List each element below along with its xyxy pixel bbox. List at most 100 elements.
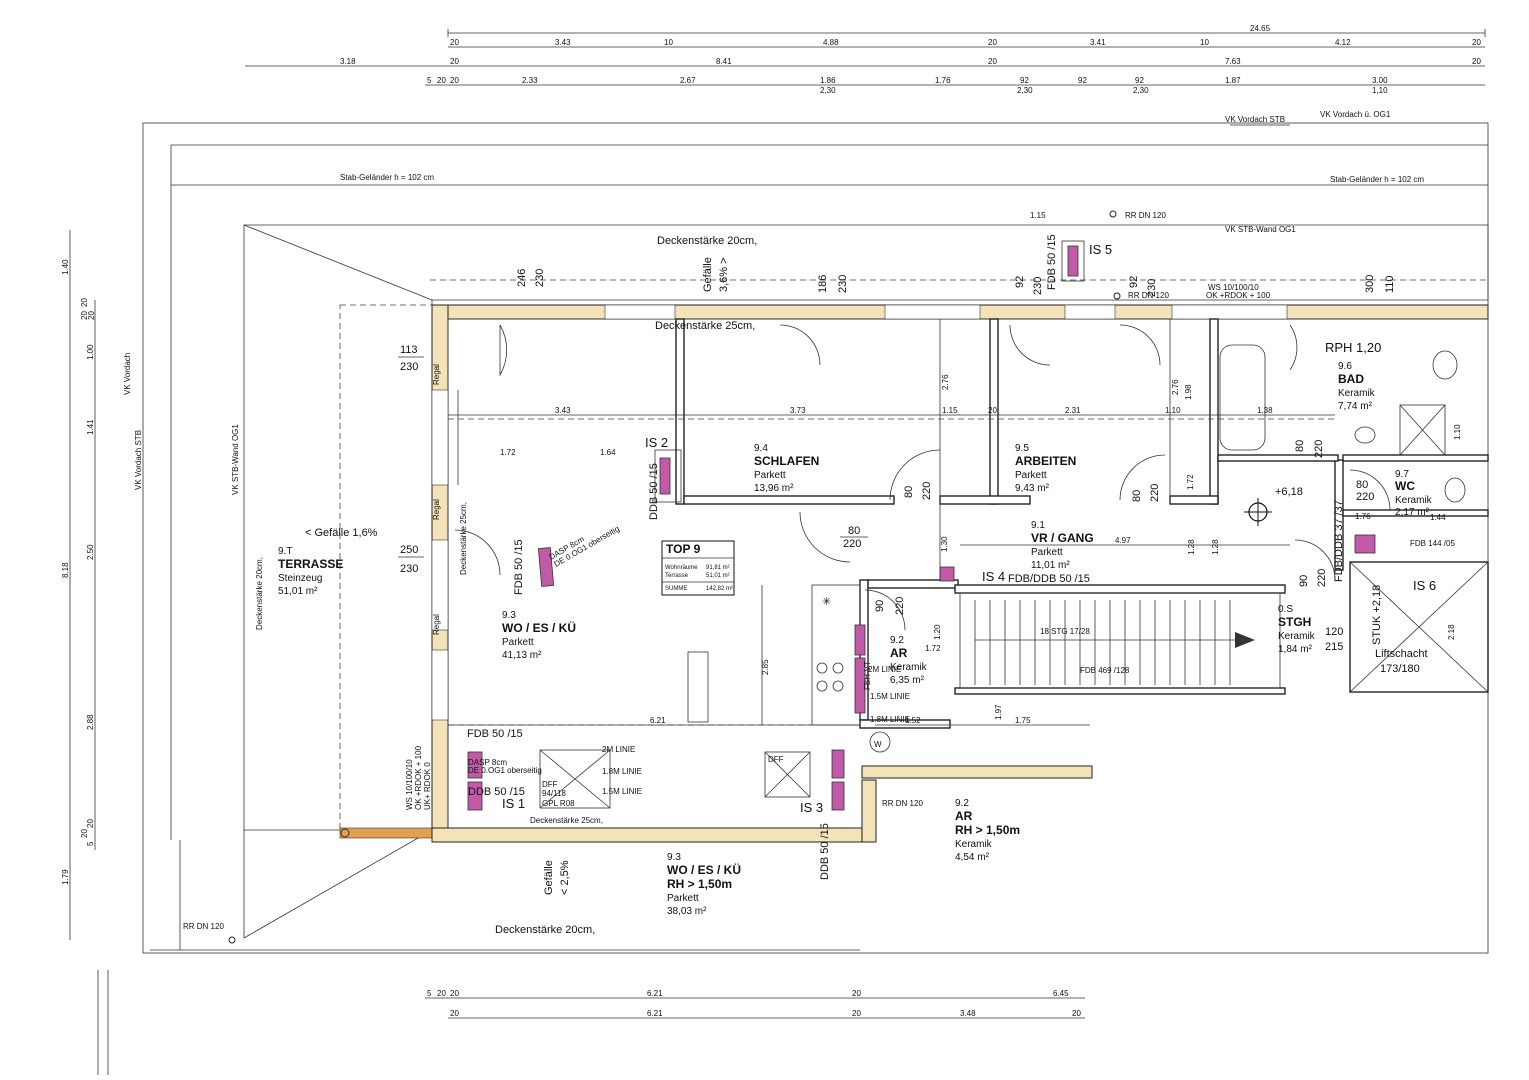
dim: 5 <box>427 76 432 85</box>
dim: 92 <box>1020 76 1029 85</box>
dim: 2.33 <box>522 76 538 85</box>
room-name: ARBEITEN <box>1015 454 1076 468</box>
room-area: 9,43 m² <box>1015 483 1050 494</box>
vk-stb-wand-left: VK STB-Wand OG1 <box>231 424 240 495</box>
room-area: 4,54 m² <box>955 852 990 863</box>
dim: 20 <box>988 406 997 415</box>
door-width: 300 <box>1364 275 1376 293</box>
slab-thickness-label: Deckenstärke 20cm, <box>657 235 757 247</box>
room-number: 9.1 <box>1031 520 1045 531</box>
dim: 3.18 <box>340 57 356 66</box>
room-area: 11,01 m² <box>1031 560 1070 571</box>
exterior-walls <box>431 304 1489 843</box>
room-ar-low: 9.2 AR RH > 1,50m Keramik 4,54 m² <box>955 798 1020 863</box>
dim: 1.41 <box>86 419 95 435</box>
door-height: 230 <box>837 275 849 293</box>
dim: 1.28 <box>1211 539 1220 555</box>
dff-size: 94/118 <box>542 789 566 798</box>
dim: 20 <box>852 1009 861 1018</box>
is-label: IS 4 <box>982 569 1005 584</box>
slab-thickness-label: Deckenstärke 25cm, <box>530 816 603 825</box>
room-floor: Keramik <box>1338 388 1376 399</box>
dim: 20 <box>80 298 89 307</box>
vk-stb-wand-label: VK STB-Wand OG1 <box>1225 225 1296 234</box>
is-label: IS 1 <box>502 796 525 811</box>
door-width: 80 <box>1131 490 1143 502</box>
dim: 6.21 <box>647 1009 663 1018</box>
height-mark: +6,18 <box>1275 486 1303 498</box>
dim: 1.10 <box>1453 424 1462 440</box>
railing-label-right: Stab-Geländer h = 102 cm <box>1330 175 1424 184</box>
dim: 20 <box>852 989 861 998</box>
room-name: WC <box>1395 479 1415 493</box>
dim: 20 <box>1072 1009 1081 1018</box>
room-height: RH > 1,50m <box>667 877 732 891</box>
dim: 1.87 <box>1225 76 1241 85</box>
shelf-label: Regal <box>432 614 441 635</box>
room-floor: Parkett <box>667 893 699 904</box>
dim: 2,30 <box>1017 86 1033 95</box>
dim: 8.41 <box>716 57 732 66</box>
shaft-label: FDB/DDB 37 /37 <box>1333 500 1345 582</box>
door-width: 250 <box>400 544 418 556</box>
vertical-interior-dims: 2.76 2.76 2.85 1.30 1.98 1.72 1.28 1.97 … <box>761 319 1462 725</box>
shaft-label: FDB 50 /15 <box>1046 234 1058 290</box>
line-2m-label: 2M LINIE <box>868 665 901 674</box>
room-floor: Parkett <box>754 470 786 481</box>
door-height: 220 <box>1149 484 1161 502</box>
dim: 4.88 <box>823 38 839 47</box>
gpl-label: GPL R08 <box>542 799 575 808</box>
rr-dn120-label: RR DN 120 <box>1128 291 1169 300</box>
dim: 1.10 <box>1165 406 1181 415</box>
dim: 1.30 <box>940 536 949 552</box>
vk-vordach-stb-label: VK Vordach STB <box>1225 115 1285 124</box>
dim: 1.28 <box>1187 539 1196 555</box>
dim: 6.21 <box>647 989 663 998</box>
top-row-label: SUMME <box>665 586 687 592</box>
dim: 1.97 <box>994 704 1003 720</box>
door-width: 80 <box>903 486 915 498</box>
door-dimension-fractions: 113 230 250 230 246 230 186 230 92 230 9… <box>398 269 1396 653</box>
dim: 4.12 <box>1335 38 1351 47</box>
door-width: 120 <box>1325 626 1343 638</box>
room-wo-low: 9.3 WO / ES / KÜ RH > 1,50m Parkett 38,0… <box>667 852 741 917</box>
top-row-value: 142,82 m² <box>706 586 733 592</box>
room-number: 9.3 <box>667 852 681 863</box>
room-number: 9.2 <box>955 798 969 809</box>
line-15m-label: 1.5M LINIE <box>870 692 910 701</box>
dim: 5 <box>86 841 95 846</box>
room-bad: 9.6 BAD Keramik 7,74 m² <box>1338 361 1376 412</box>
terrace-outline <box>243 224 1489 939</box>
dim: 3.48 <box>960 1009 976 1018</box>
stair: 18 STG 17/28 FDB 469 /128 <box>959 592 1281 689</box>
annotations: RR DN 120 RR DN 120 RR DN 120 RR DN 120 … <box>123 210 1455 944</box>
is-label: IS 3 <box>800 800 823 815</box>
room-number: 9.5 <box>1015 443 1029 454</box>
door-width: 90 <box>874 600 886 612</box>
dim: 2.85 <box>761 659 770 675</box>
dim: 1.20 <box>933 624 942 640</box>
dim: 20 <box>80 311 89 320</box>
is-label: IS 2 <box>645 435 668 450</box>
ok-label: OK +RDOK + 100 <box>414 745 423 810</box>
is-label: IS 6 <box>1413 578 1436 593</box>
dim: 4.97 <box>1115 536 1131 545</box>
room-number: 9.T <box>278 546 292 557</box>
dff-label: DFF <box>542 780 558 789</box>
room-area: 2,17 m² <box>1395 507 1430 518</box>
stuk-label: STUK +2,18 <box>1371 585 1383 645</box>
room-floor: Keramik <box>890 662 928 673</box>
dim: 3.41 <box>1090 38 1106 47</box>
door-width: 90 <box>1298 575 1310 587</box>
star-icon: ✳ <box>822 596 831 608</box>
gutter <box>339 827 433 839</box>
door-height: 220 <box>894 597 906 615</box>
room-schlafen: 9.4 SCHLAFEN Parkett 13,96 m² <box>754 443 819 494</box>
drain-icon <box>340 828 350 838</box>
door-height: 230 <box>1146 279 1158 297</box>
shaft-label: FDB 50 /15 <box>467 728 523 740</box>
slope-value: 3,6% > <box>718 257 730 292</box>
door-width: 92 <box>1014 276 1026 288</box>
door-height: 110 <box>1384 275 1396 293</box>
door-width: 80 <box>848 525 860 537</box>
